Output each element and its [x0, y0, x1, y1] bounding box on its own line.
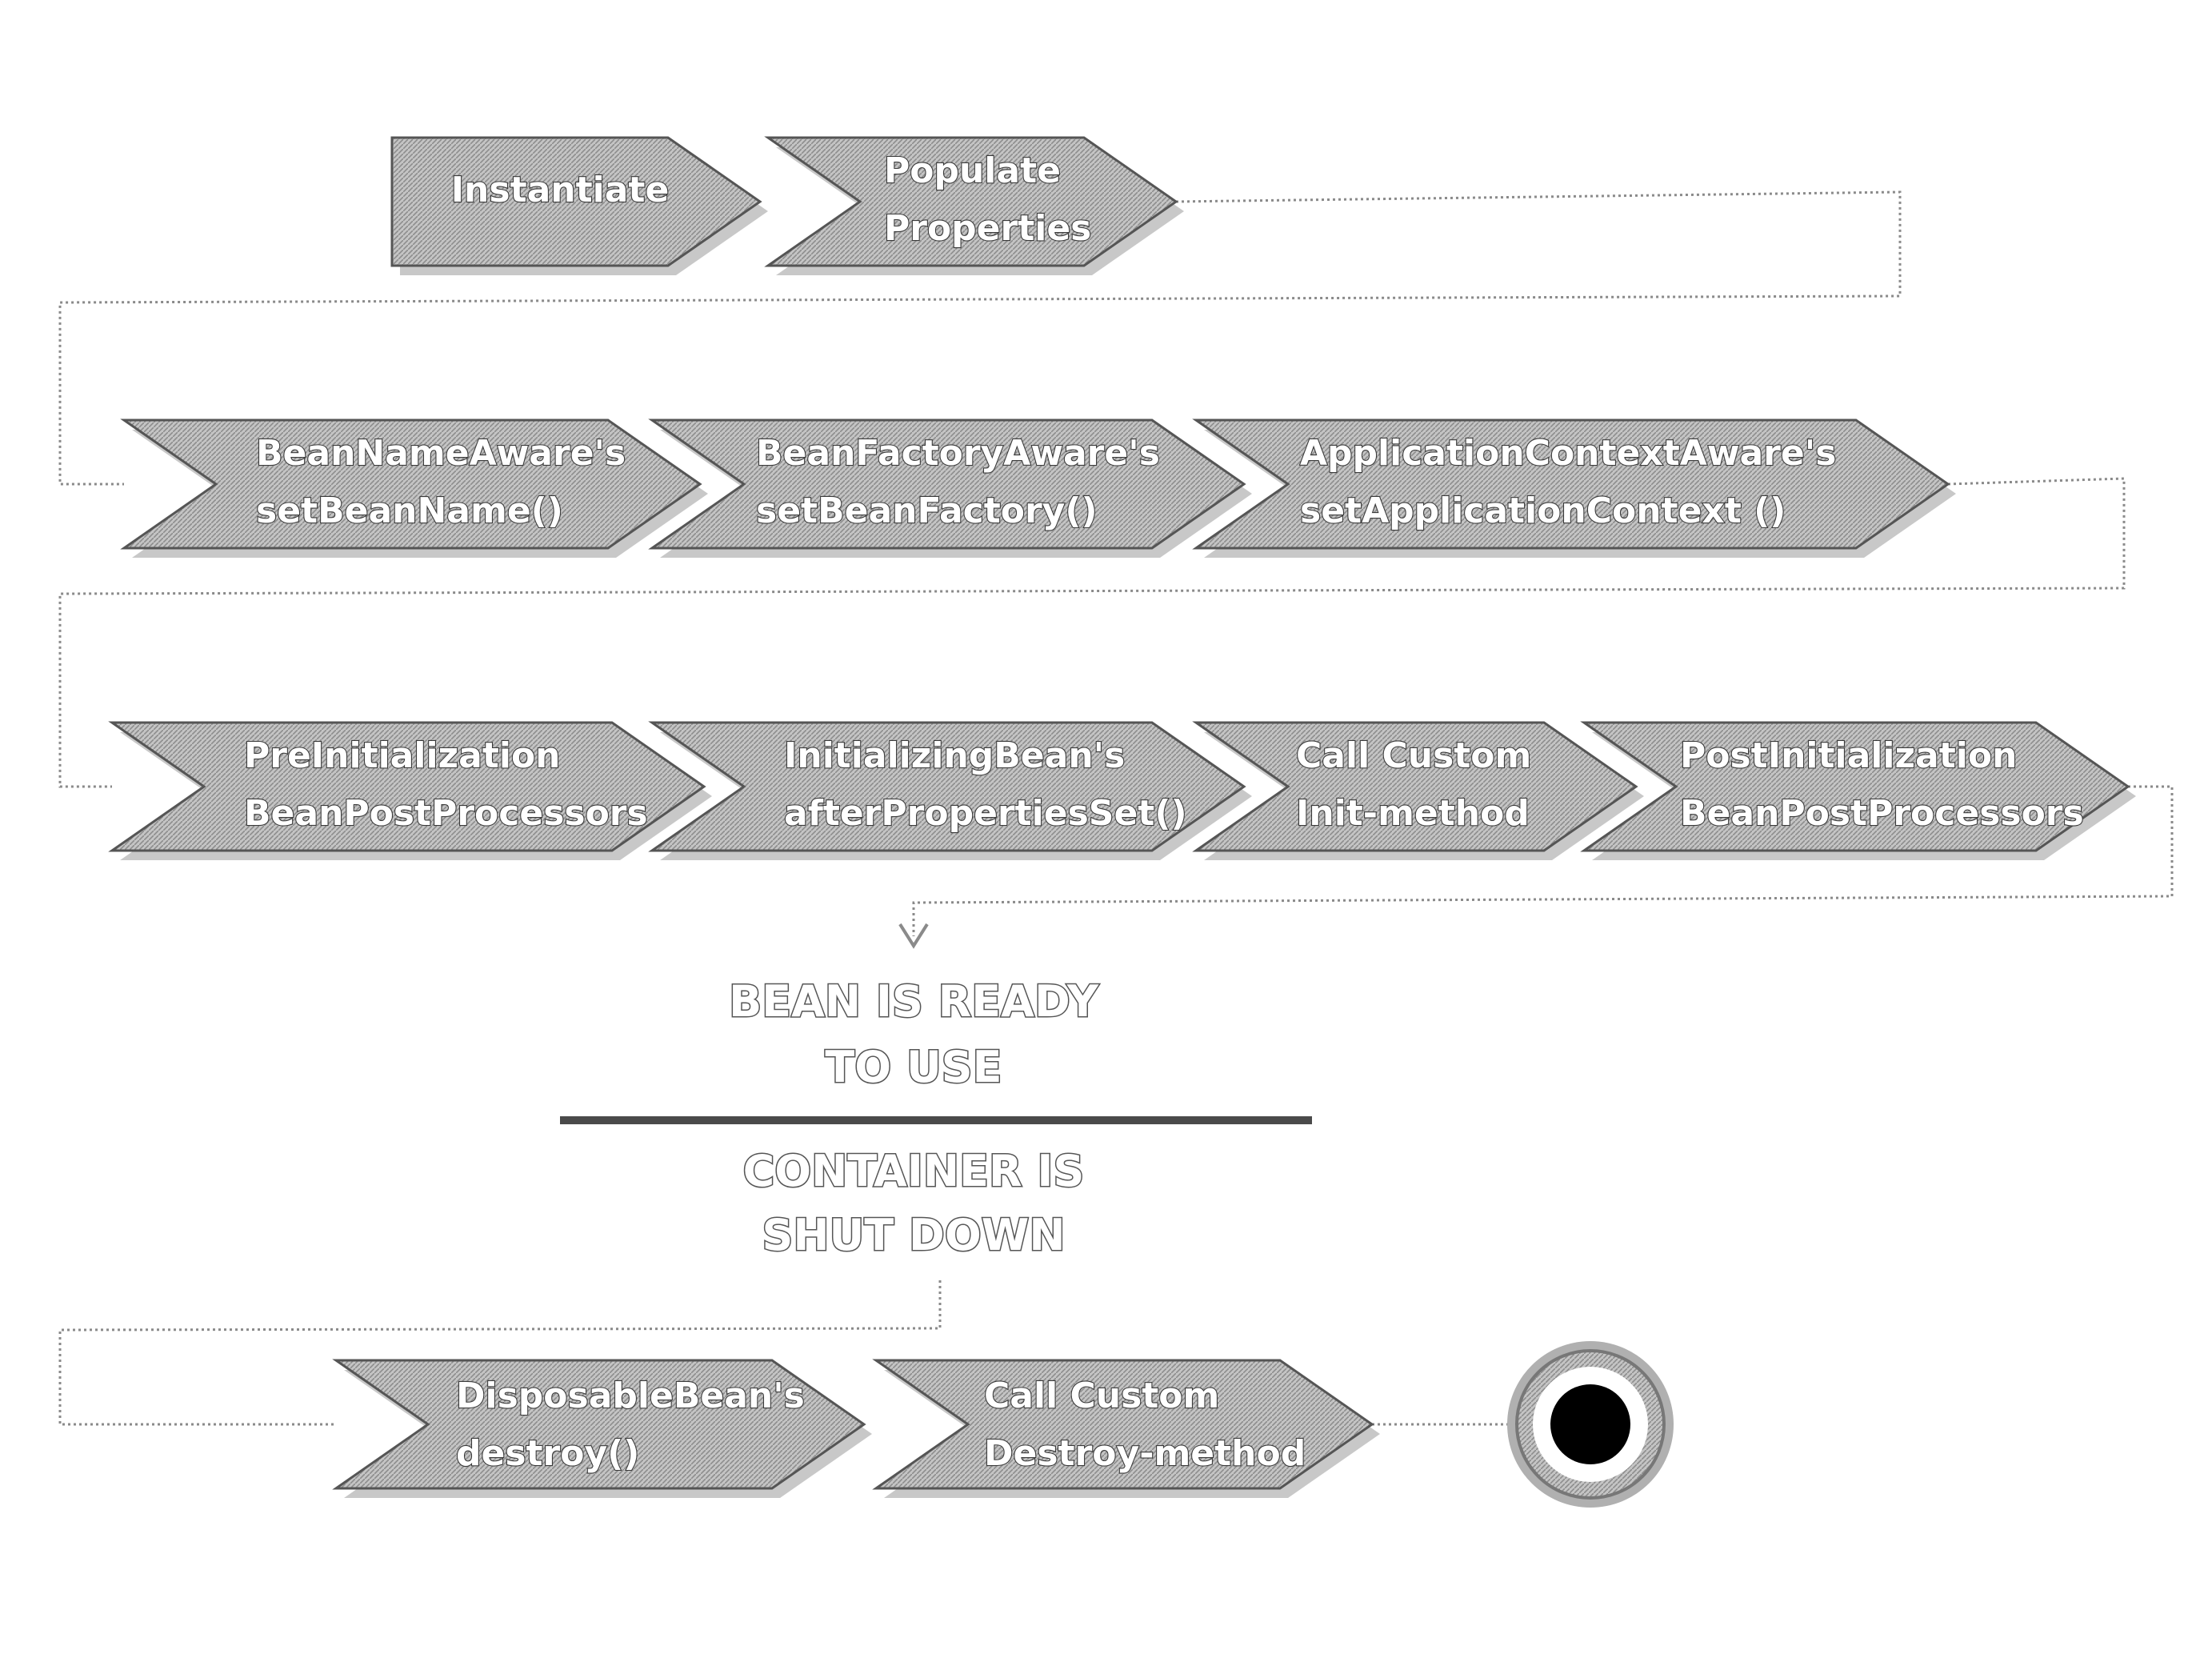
ready-heading: BEAN IS READY TO USE	[728, 975, 1101, 1094]
shutdown-line-1: CONTAINER IS	[743, 1146, 1085, 1196]
flow-steps: Instantiate PopulatePropertiesBeanNameAwa…	[108, 136, 2136, 1498]
step-arrow-shape	[108, 721, 706, 852]
step-label-line: Destroy-method	[984, 1433, 1306, 1474]
ready-line-2: TO USE	[825, 1042, 1002, 1092]
connector-1	[58, 190, 1902, 486]
connector-arrowhead	[898, 923, 929, 949]
step-label-line: BeanPostProcessors	[1680, 793, 2084, 834]
step-label-line: InitializingBean's	[784, 735, 1125, 776]
step-5: ApplicationContextAware's setApplicationC…	[1192, 418, 1956, 558]
shutdown-line-2: SHUT DOWN	[762, 1210, 1065, 1260]
step-arrow-shape	[390, 136, 762, 267]
final-state-icon	[1507, 1341, 1674, 1508]
flow-connectors	[58, 190, 2174, 1426]
step-label-line: BeanFactoryAware's	[756, 433, 1160, 474]
step-4: BeanFactoryAware's setBeanFactory()	[648, 418, 1252, 558]
step-label-line: destroy()	[456, 1433, 639, 1474]
step-label-line: setBeanFactory()	[756, 491, 1098, 531]
step-label-line: Instantiate	[451, 170, 670, 210]
step-label-line: Call Custom	[1296, 735, 1531, 776]
step-3: BeanNameAware's setBeanName()	[120, 418, 708, 558]
step-arrow-shape	[648, 721, 1246, 852]
step-arrow-shape	[764, 136, 1178, 267]
step-arrow-shape	[120, 418, 702, 550]
step-7: InitializingBean's afterPropertiesSet()	[648, 721, 1252, 860]
step-label-line: Properties	[884, 208, 1091, 249]
step-arrow-shape	[1192, 418, 1950, 550]
step-label-line: setApplicationContext ()	[1300, 491, 1786, 531]
connector-3	[912, 785, 2174, 936]
step-label-line: DisposableBean's	[456, 1376, 805, 1416]
step-label-line: Populate	[884, 150, 1061, 191]
step-label-line: PreInitialization	[244, 735, 561, 776]
step-arrow-shape	[332, 1359, 866, 1490]
step-arrow-shape	[872, 1359, 1374, 1490]
step-label-line: BeanNameAware's	[256, 433, 626, 474]
step-label-line: Call Custom	[984, 1376, 1219, 1416]
step-arrow-shape	[648, 418, 1246, 550]
step-label-line: Init-method	[1296, 793, 1530, 834]
step-arrow-shape	[1192, 721, 1638, 852]
step-label-line: setBeanName()	[256, 491, 563, 531]
step-1: Instantiate	[390, 136, 768, 275]
connector-4	[58, 1280, 942, 1426]
step-label-line: ApplicationContextAware's	[1300, 433, 1836, 474]
shutdown-heading: CONTAINER IS SHUT DOWN	[742, 1145, 1086, 1262]
connector-2	[58, 477, 2126, 788]
step-label-line: PostInitialization	[1680, 735, 2017, 776]
step-label-line: BeanPostProcessors	[244, 793, 648, 834]
step-10: DisposableBean's destroy()	[332, 1359, 872, 1498]
step-arrow-shape	[1580, 721, 2130, 852]
ready-line-1: BEAN IS READY	[729, 976, 1099, 1027]
step-label-line: afterPropertiesSet()	[784, 793, 1187, 834]
